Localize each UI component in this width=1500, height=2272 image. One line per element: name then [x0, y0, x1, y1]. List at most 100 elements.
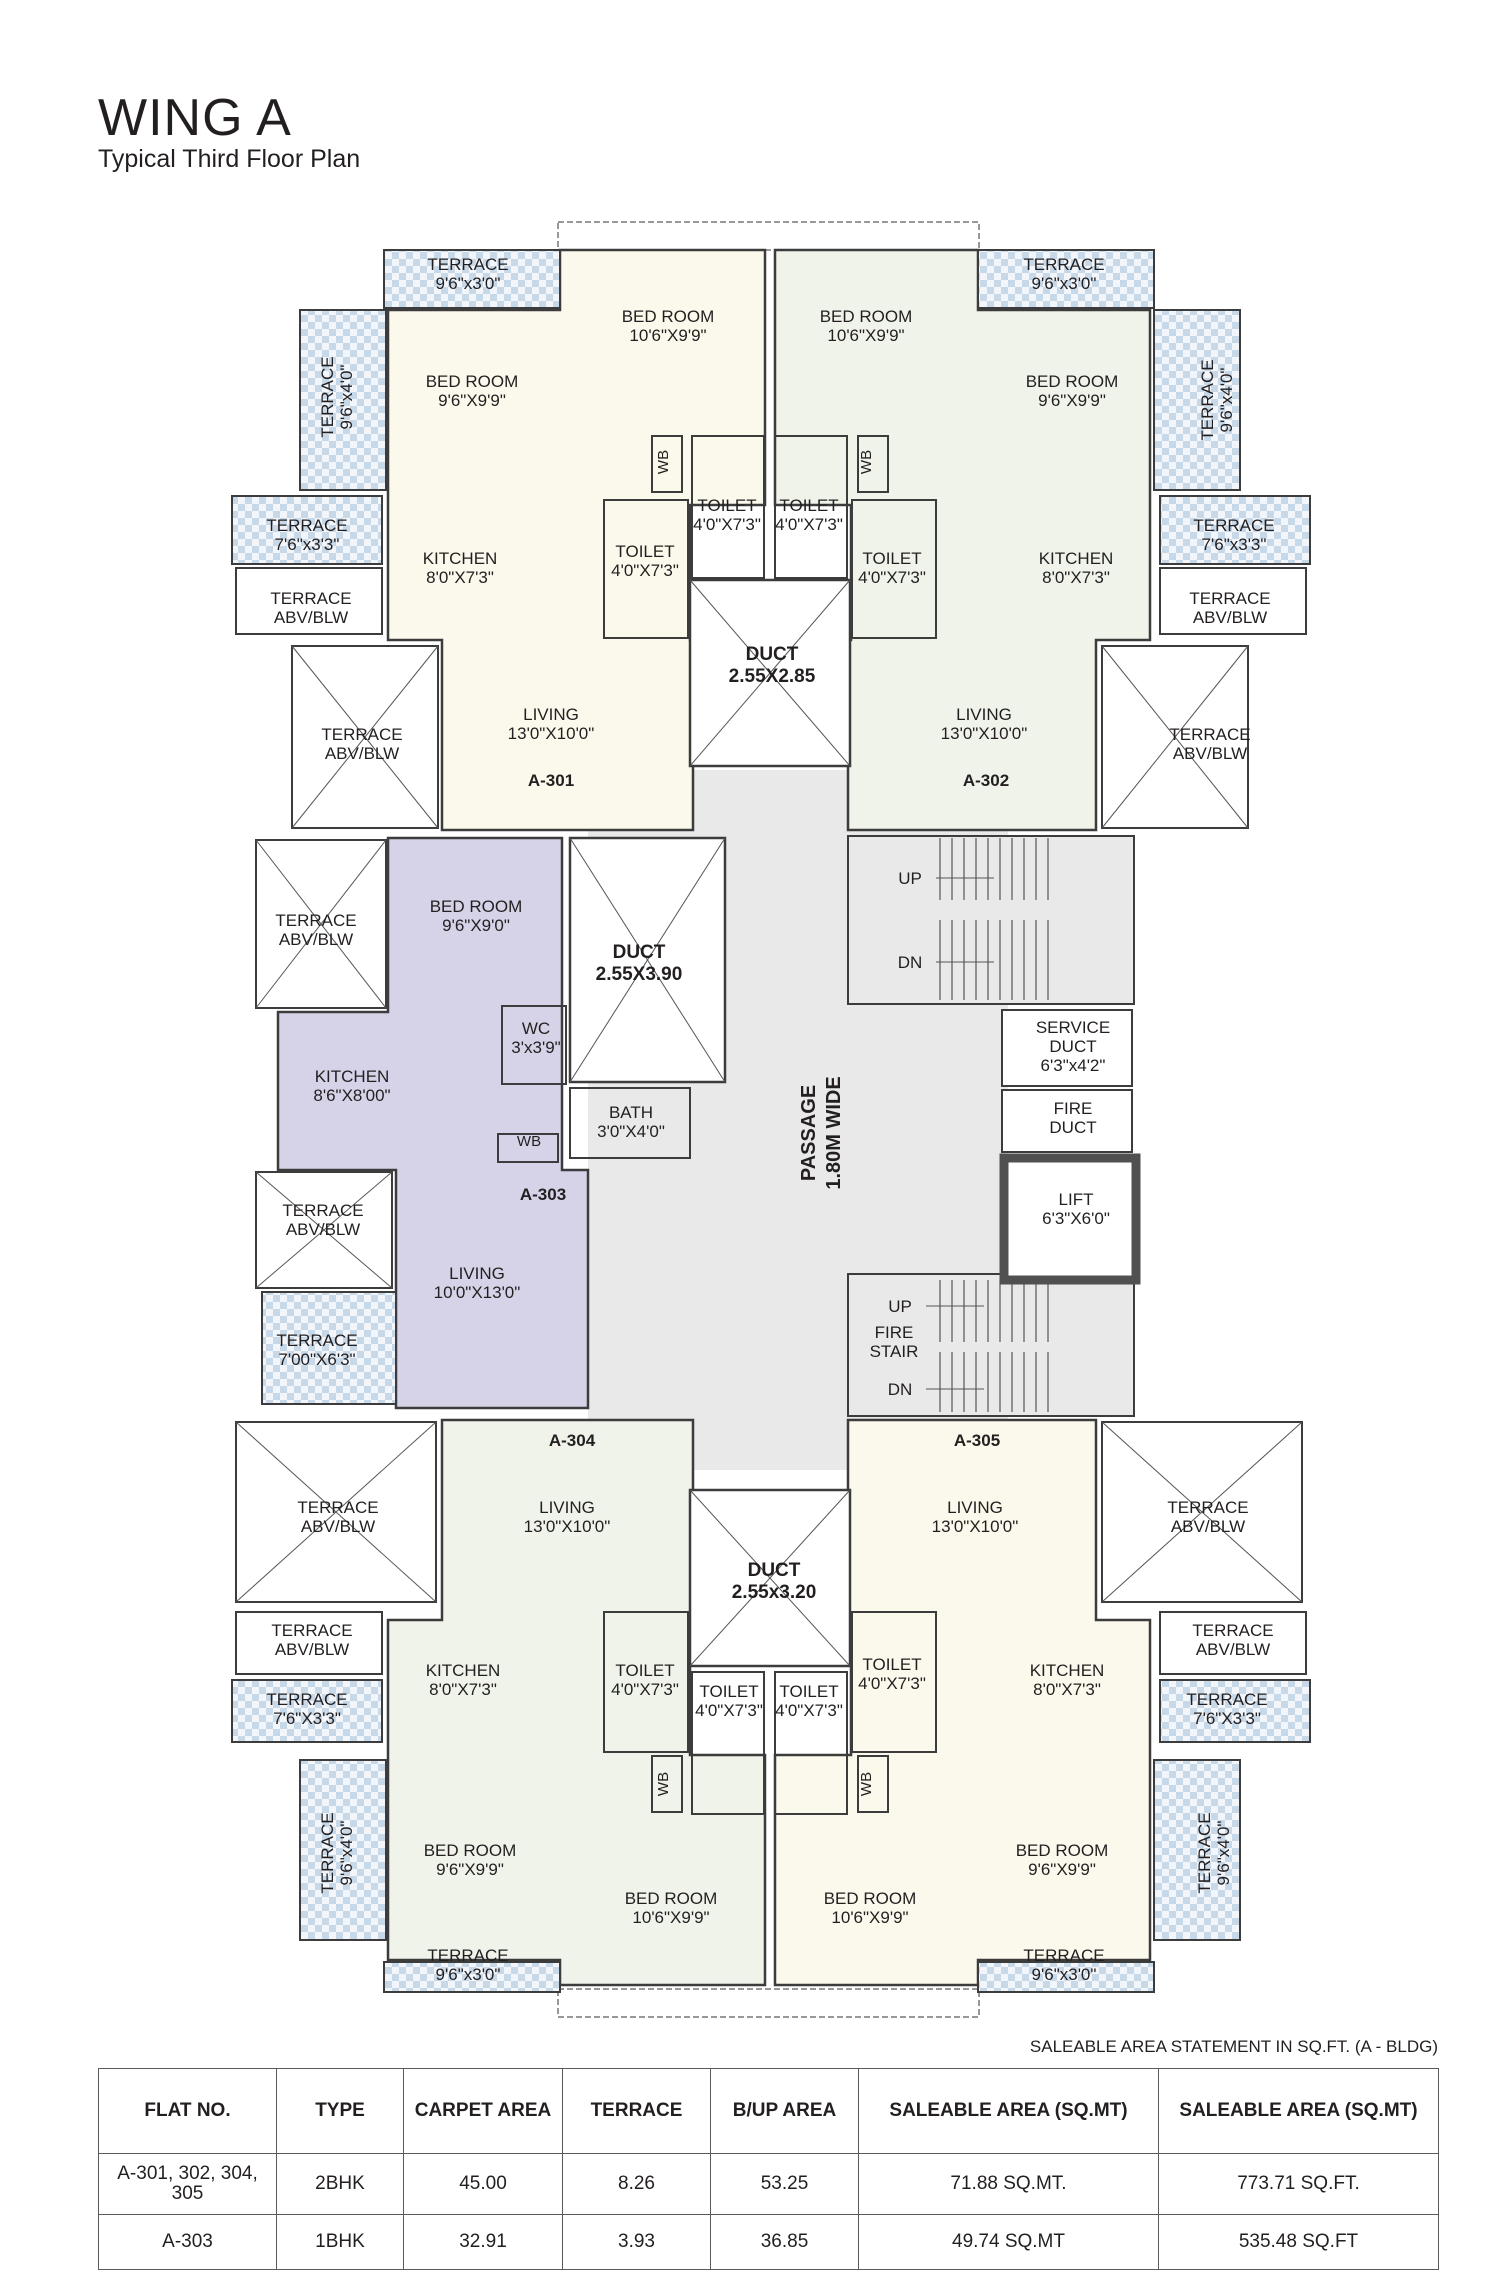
room-text: TERRACE	[1189, 589, 1270, 608]
col-bup-area: B/UP AREA	[710, 2068, 859, 2154]
room-text: 4'0"X7'3"	[695, 1701, 763, 1720]
room-text: BED ROOM	[820, 307, 913, 326]
room-text: 9'6"X9'0"	[442, 916, 510, 935]
room-text: ABV/BLW	[275, 1640, 349, 1659]
room-text: 7'6"X3'3"	[1193, 1709, 1261, 1728]
passage-label: PASSAGE	[798, 1085, 820, 1181]
duct-dimension: 2.55X2.85	[729, 666, 816, 687]
room-text: 9'6"x4'0"	[1214, 1821, 1233, 1886]
room-text: ABV/BLW	[1171, 1517, 1245, 1536]
room-text: 9'6"x4'0"	[337, 365, 356, 430]
room-text: TERRACE	[318, 1812, 337, 1893]
cell-carpet-area: 32.91	[403, 2214, 563, 2270]
cell-saleable-sqmt: 71.88 SQ.MT.	[858, 2153, 1159, 2215]
col-terrace: TERRACE	[562, 2068, 711, 2154]
room-text: KITCHEN	[315, 1067, 390, 1086]
cell-flat-no: A-303	[98, 2214, 277, 2270]
room-text: 9'6"X9'9"	[1028, 1860, 1096, 1879]
page-title: WING A	[98, 89, 292, 147]
cell-bup-area: 53.25	[710, 2153, 859, 2215]
room-text: 4'0"X7'3"	[775, 515, 843, 534]
col-saleable-sqmt: SALEABLE AREA (SQ.MT)	[858, 2068, 1159, 2154]
room-text: ABV/BLW	[325, 744, 399, 763]
table-row: A-301, 302, 304, 305 2BHK 45.00 8.26 53.…	[98, 2153, 1439, 2215]
room-text: BED ROOM	[1026, 372, 1119, 391]
room-text: ABV/BLW	[1196, 1640, 1270, 1659]
service-shafts	[1001, 1009, 1133, 1153]
room-text: 6'3"x4'2"	[1041, 1056, 1106, 1075]
room-text: LIVING	[449, 1264, 505, 1283]
room-text: 13'0"X10'0"	[932, 1517, 1019, 1536]
room-text: TERRACE	[297, 1498, 378, 1517]
room-text: TERRACE	[1023, 1946, 1104, 1965]
room-text: DUCT	[1049, 1118, 1096, 1137]
room-text: TOILET	[615, 1661, 674, 1680]
cell-bup-area: 36.85	[710, 2214, 859, 2270]
room-text: 8'0"X7'3"	[429, 1680, 497, 1699]
room-text: LIVING	[956, 705, 1012, 724]
room-text: 9'6"x3'0"	[1032, 274, 1097, 293]
passage-width: 1.80M WIDE	[823, 1076, 845, 1189]
room-text: TOILET	[699, 1682, 758, 1701]
room-text: FIRE	[1054, 1099, 1093, 1118]
room-text: 8'0"X7'3"	[1042, 568, 1110, 587]
room-text: BED ROOM	[625, 1889, 718, 1908]
room-text: SERVICE	[1036, 1018, 1110, 1037]
room-text: ABV/BLW	[1173, 744, 1247, 763]
room-text: 13'0"X10'0"	[941, 724, 1028, 743]
duct-label: DUCT	[613, 942, 666, 963]
room-text: 10'6"X9'9"	[632, 1908, 709, 1927]
room-text: BED ROOM	[824, 1889, 917, 1908]
bottom-ledge	[557, 1988, 980, 2018]
room-label: WC3'x3'9"	[511, 1019, 560, 1057]
room-text: 9'6"x3'0"	[1032, 1965, 1097, 1984]
room-text: TERRACE	[1198, 359, 1217, 440]
area-statement-table: FLAT NO. TYPE CARPET AREA TERRACE B/UP A…	[98, 2068, 1439, 2270]
room-text: TOILET	[779, 1682, 838, 1701]
room-text: 8'6"X8'00"	[313, 1086, 390, 1105]
cell-carpet-area: 45.00	[403, 2153, 563, 2215]
room-text: ABV/BLW	[286, 1220, 360, 1239]
room-text: 8'0"X7'3"	[426, 568, 494, 587]
cell-saleable-sqft: 535.48 SQ.FT	[1158, 2214, 1439, 2270]
room-text: 9'6"X9'9"	[438, 391, 506, 410]
cell-terrace: 3.93	[562, 2214, 711, 2270]
room-text: 9'6"x3'0"	[436, 1965, 501, 1984]
stair-direction-label: DN	[898, 953, 923, 972]
room-text: 9'6"x4'0"	[1217, 368, 1236, 433]
room-text: TERRACE	[270, 589, 351, 608]
top-ledge	[557, 221, 980, 251]
room-text: 13'0"X10'0"	[508, 724, 595, 743]
room-text: KITCHEN	[423, 549, 498, 568]
unit-label: A-302	[963, 771, 1009, 790]
room-text: TERRACE	[1186, 1690, 1267, 1709]
room-text: TERRACE	[321, 725, 402, 744]
wash-basin-label: WB	[517, 1133, 541, 1150]
room-text: KITCHEN	[426, 1661, 501, 1680]
room-text: TERRACE	[271, 1621, 352, 1640]
